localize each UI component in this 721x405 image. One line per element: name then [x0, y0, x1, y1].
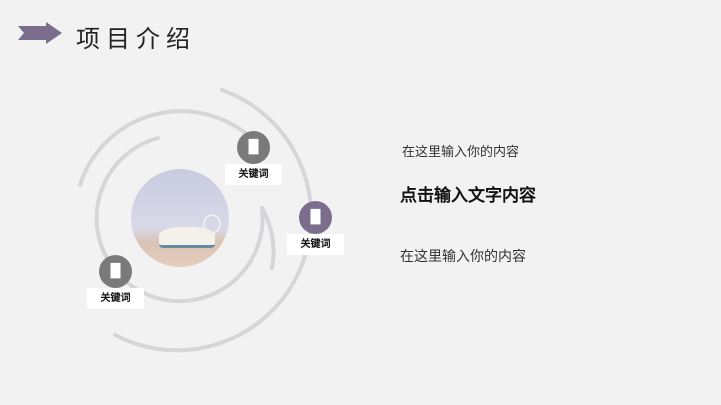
body-text-1[interactable]: 在这里输入你的内容: [402, 145, 520, 160]
body-text-2[interactable]: 在这里输入你的内容: [400, 249, 526, 265]
bar-chart-icon: ▐▌: [105, 264, 126, 279]
middle-ring-arc: [78, 109, 250, 187]
keyword-node-1[interactable]: ▐▌: [237, 131, 270, 164]
bar-chart-icon: ▐▌: [305, 210, 326, 225]
arrow-icon: [18, 22, 62, 44]
keyword-node-2[interactable]: ▐▌: [299, 201, 332, 234]
bar-chart-icon: ▐▌: [243, 140, 264, 155]
keyword-label-2: 关键词: [287, 234, 344, 255]
keyword-node-3[interactable]: ▐▌: [99, 255, 132, 288]
inner-right-arc: [260, 206, 276, 270]
book-photo: [131, 169, 229, 267]
keyword-label-1: 关键词: [225, 164, 282, 185]
inner-ring-arc: [94, 136, 265, 304]
keyword-label-3: 关键词: [87, 288, 144, 309]
page-title: 项目介绍: [76, 25, 196, 53]
heading-text[interactable]: 点击输入文字内容: [400, 186, 536, 206]
outer-ring-arc: [113, 88, 314, 353]
